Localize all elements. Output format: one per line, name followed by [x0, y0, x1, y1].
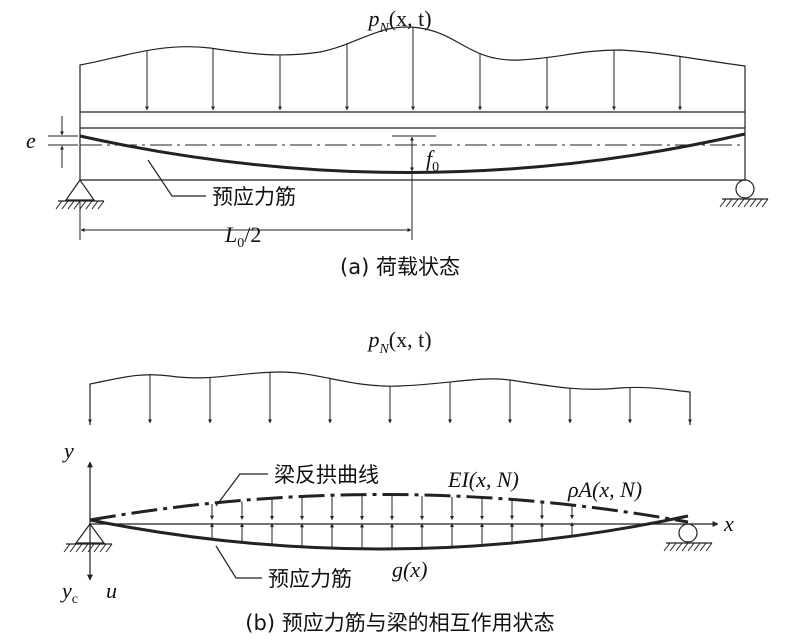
- load-label-b: pN(x, t): [366, 327, 431, 357]
- ground-hatch: [85, 200, 93, 210]
- interaction-force-arrows: [210, 495, 574, 548]
- tendon-label-b: 预应力筋: [268, 567, 352, 591]
- ground-hatch: [699, 542, 707, 552]
- camber-curve: [89, 493, 689, 524]
- ground-hatch: [731, 198, 739, 208]
- e-label: e: [26, 128, 36, 153]
- camber-leader: [215, 473, 268, 507]
- ground-hatch: [737, 198, 745, 208]
- tendon-leader-b: [215, 545, 262, 579]
- ground-hatch: [67, 200, 75, 210]
- yc-label: yc: [60, 578, 78, 607]
- ground-hatch: [73, 200, 81, 210]
- u-label: u: [106, 578, 117, 603]
- ground-hatch: [93, 543, 101, 553]
- ground-hatch: [87, 543, 95, 553]
- load-envelope-b: [89, 371, 691, 425]
- roller-support-b: [663, 523, 713, 552]
- ground-hatch: [725, 198, 733, 208]
- ground-hatch: [75, 543, 83, 553]
- ground-hatch: [761, 198, 769, 208]
- figure-a-load-state: pN(x, t) e f0: [26, 6, 769, 279]
- caption-b: (b) 预应力筋与梁的相互作用状态: [245, 611, 554, 635]
- tendon-label-a: 预应力筋: [212, 185, 296, 209]
- y-axis-label: y: [62, 438, 74, 463]
- load-label-a: pN(x, t): [366, 6, 431, 36]
- ground-hatch: [743, 198, 751, 208]
- ground-hatch: [719, 198, 727, 208]
- load-arrows-a: [145, 27, 682, 111]
- ground-hatch: [81, 543, 89, 553]
- ei-label: EI(x, N): [447, 467, 519, 492]
- load-arrows-b: [88, 372, 692, 424]
- ground-hatch: [687, 542, 695, 552]
- ground-hatch: [105, 543, 113, 553]
- ground-hatch: [669, 542, 677, 552]
- ground-hatch: [55, 200, 63, 210]
- ground-hatch: [663, 542, 671, 552]
- tendon-leader-a: [147, 159, 206, 197]
- ground-hatch: [91, 200, 99, 210]
- figure-b-interaction-state: pN(x, t) y x yc u 梁反拱曲线 EI(x, N) ρA(x, N…: [60, 327, 734, 635]
- ground-hatch: [69, 543, 77, 553]
- caption-a: (a) 荷载状态: [340, 255, 460, 279]
- half-span-dimension: L0/2: [79, 174, 413, 251]
- ground-hatch: [675, 542, 683, 552]
- sag-dimension: f0: [392, 135, 439, 175]
- load-envelope-a: [79, 26, 746, 112]
- ground-hatch: [705, 542, 713, 552]
- tendon-b: [89, 514, 689, 551]
- pin-support-b: [63, 522, 113, 553]
- rhoa-label: ρA(x, N): [567, 477, 642, 502]
- ground-hatch: [681, 542, 689, 552]
- ground-hatch: [61, 200, 69, 210]
- pin-support-a: [55, 178, 105, 210]
- g-label: g(x): [392, 557, 427, 582]
- roller-support-a: [719, 179, 769, 208]
- ground-hatch: [63, 543, 71, 553]
- f0-label: f0: [426, 146, 439, 175]
- camber-label: 梁反拱曲线: [274, 463, 379, 487]
- ground-hatch: [693, 542, 701, 552]
- ground-hatch: [749, 198, 757, 208]
- ground-hatch: [79, 200, 87, 210]
- half-span-label: L0/2: [224, 222, 261, 251]
- ground-hatch: [755, 198, 763, 208]
- x-axis-label: x: [723, 511, 734, 536]
- ground-hatch: [97, 200, 105, 210]
- tendon-a: [79, 132, 746, 174]
- ground-hatch: [99, 543, 107, 553]
- eccentricity-dimension: e: [26, 116, 78, 168]
